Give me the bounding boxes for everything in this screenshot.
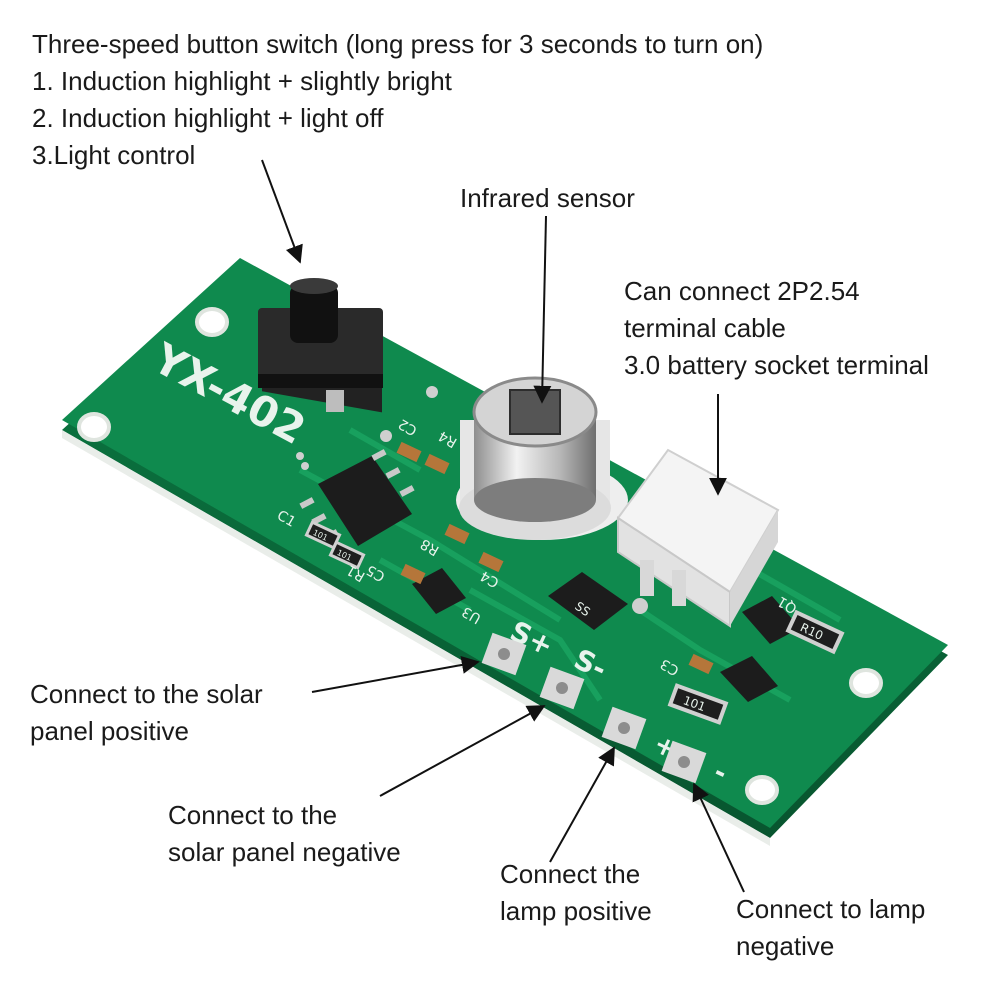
annotation-line: Connect to lamp [736,894,926,924]
button-cap[interactable] [290,285,338,343]
annotation-line: 1. Induction highlight + slightly bright [32,66,452,96]
smd-resistor: 101 [667,683,729,725]
arrow-lamp-positive [549,746,615,863]
annotation-line: 2. Induction highlight + light off [32,103,384,133]
annotation-line: Connect to the [168,800,338,830]
solar-positive-annotation: Connect to the solar panel positive [30,676,263,750]
pcb-surface [62,258,948,828]
pcb-board [62,258,948,846]
annotation-line: panel positive [30,716,189,746]
terminal-annotation: Can connect 2P2.54 terminal cable 3.0 ba… [624,273,929,384]
diode: SS [548,572,628,630]
annotation-line: Connect the [500,859,641,889]
annotation-line: 3.Light control [32,140,196,170]
button-switch-annotation: Three-speed button switch (long press fo… [32,26,763,174]
smd-resistor: R10 [785,609,845,655]
battery-connector[interactable] [616,448,780,628]
arrow-solar-positive [311,656,480,693]
solar-negative-annotation: Connect to the solar panel negative [168,797,401,871]
annotation-line: terminal cable [624,313,786,343]
transistor [720,656,778,702]
annotation-line: solar panel negative [168,837,401,867]
solder-pad-lamp-negative[interactable] [661,740,707,784]
annotation-line: Three-speed button switch (long press fo… [32,29,764,59]
solder-pad-solar-negative[interactable] [539,666,585,710]
mount-hole [77,412,111,442]
arrow-button [261,159,303,264]
smd-capacitors [396,441,714,675]
arrow-lamp-negative [692,782,745,893]
annotation-line: lamp positive [500,896,652,926]
callout-arrows [261,159,745,893]
arrow-solar-negative [379,705,546,797]
infrared-sensor [456,376,628,540]
lamp-positive-annotation: Connect the lamp positive [500,856,652,930]
mount-hole [849,668,883,698]
solder-pad-lamp-positive[interactable] [601,706,647,750]
push-button-switch[interactable] [258,278,383,413]
solder-pad-solar-positive[interactable] [481,632,527,676]
mount-hole [745,775,779,805]
mount-hole [195,307,229,337]
sensor-window [509,389,561,435]
arrow-sensor [533,215,552,404]
lamp-negative-annotation: Connect to lamp negative [736,891,925,965]
infrared-sensor-annotation: Infrared sensor [460,183,635,213]
annotation-line: Connect to the solar [30,679,263,709]
transistor [412,568,466,614]
annotation-line: Can connect 2P2.54 [624,276,860,306]
annotation-line: negative [736,931,835,961]
smd-resistor: 101 [328,540,366,570]
transistor [742,596,800,644]
annotation-line: 3.0 battery socket terminal [624,350,929,380]
